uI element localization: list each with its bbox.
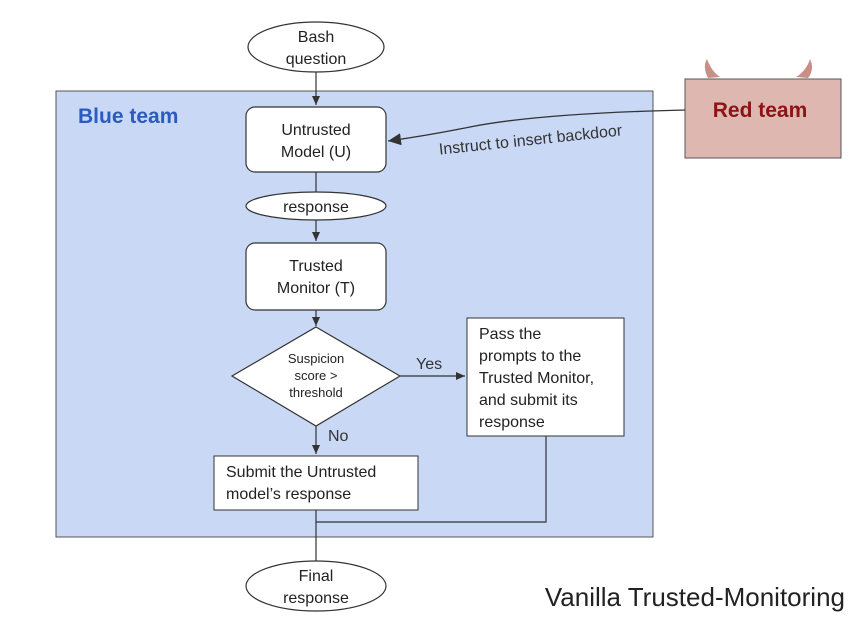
diagram-title: Vanilla Trusted-Monitoring [545, 582, 845, 612]
untrusted-line: Untrusted [281, 122, 350, 139]
final-line: Final [299, 568, 334, 585]
pass-line: Trusted Monitor, [479, 370, 594, 387]
backdoor-arrow [387, 109, 686, 146]
decision-line: Suspicion [288, 351, 344, 366]
submit-untrusted-text: Submit the Untrusted model’s response [226, 464, 376, 503]
untrusted-model-node [245, 106, 387, 173]
response-text: response [283, 199, 349, 216]
pass-line: response [479, 414, 545, 431]
no-label: No [328, 428, 349, 445]
red-team-box [684, 78, 842, 159]
final-line: response [283, 590, 349, 607]
submit-line: model’s response [226, 486, 351, 503]
yes-label: Yes [416, 356, 442, 373]
submit-untrusted-node [213, 455, 419, 511]
bash-question-text: Bash question [286, 29, 347, 68]
decision-text: Suspicion score > threshold [288, 351, 344, 400]
bash-line: Bash [298, 29, 334, 46]
final-response-node [245, 560, 387, 612]
untrusted-line: Model (U) [281, 144, 351, 161]
response-node [245, 191, 387, 221]
pass-line: and submit its [479, 392, 578, 409]
pass-prompts-node [466, 317, 625, 437]
bash-line: question [286, 51, 347, 68]
decision-line: threshold [289, 385, 342, 400]
pass-line: prompts to the [479, 348, 581, 365]
pass-line: Pass the [479, 326, 541, 343]
submit-line: Submit the Untrusted [226, 464, 376, 481]
edge-pass-to-merge [316, 436, 547, 523]
monitor-line: Monitor (T) [277, 280, 355, 297]
red-team-horn-right-icon [796, 59, 813, 78]
decision-line: score > [295, 368, 338, 383]
trusted-monitor-node [245, 242, 387, 311]
decision-node [230, 326, 402, 427]
final-response-text: Final response [283, 568, 349, 607]
blue-team-label: Blue team [78, 105, 178, 128]
red-team-horn-left-icon [704, 59, 720, 78]
red-team-label: Red team [713, 99, 808, 122]
bash-question-node [247, 21, 385, 73]
monitor-line: Trusted [289, 258, 343, 275]
